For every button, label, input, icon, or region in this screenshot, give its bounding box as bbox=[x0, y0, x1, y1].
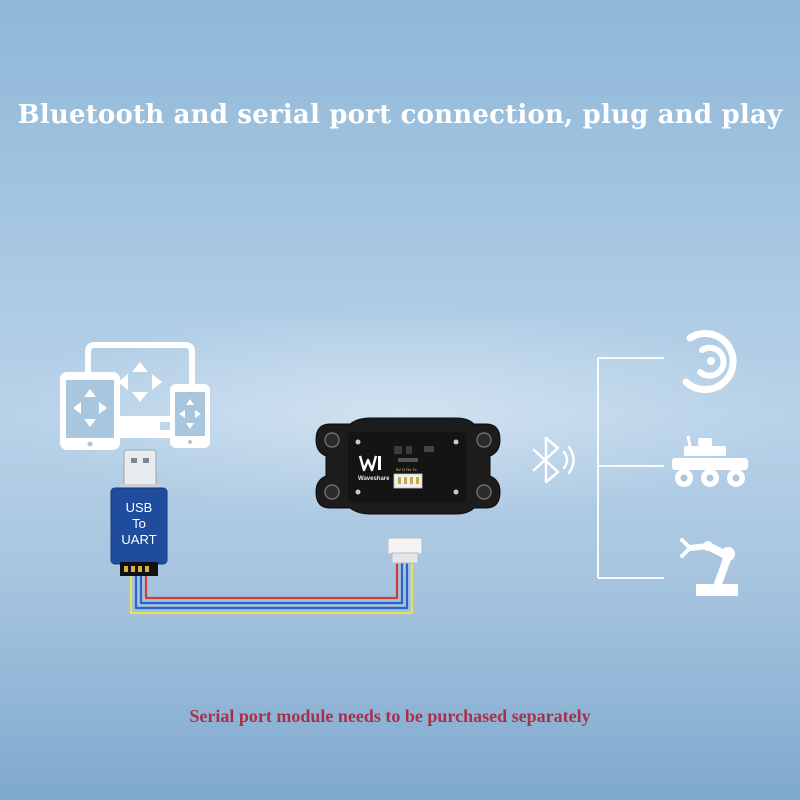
robot-arm-icon bbox=[680, 538, 738, 596]
module-brand-label: Waveshare bbox=[358, 476, 390, 482]
radar-icon bbox=[682, 330, 737, 394]
usb-adapter-label: USB To UART bbox=[112, 500, 166, 548]
waveshare-logo bbox=[358, 455, 378, 472]
usb-plug-icon bbox=[120, 449, 160, 490]
usb-label-line2: To bbox=[132, 516, 146, 531]
headline: Bluetooth and serial port connection, pl… bbox=[17, 100, 783, 130]
wire-bundle bbox=[129, 563, 414, 615]
bluetooth-icon bbox=[532, 436, 575, 484]
module-pin-label: 5V G Rx Tx bbox=[396, 467, 417, 472]
connection-bracket bbox=[597, 357, 664, 579]
usb-label-line1: USB bbox=[125, 500, 153, 515]
footnote: Serial port module needs to be purchased… bbox=[189, 706, 591, 726]
robot-car-icon bbox=[672, 435, 748, 487]
usb-label-line3: UART bbox=[121, 532, 157, 547]
